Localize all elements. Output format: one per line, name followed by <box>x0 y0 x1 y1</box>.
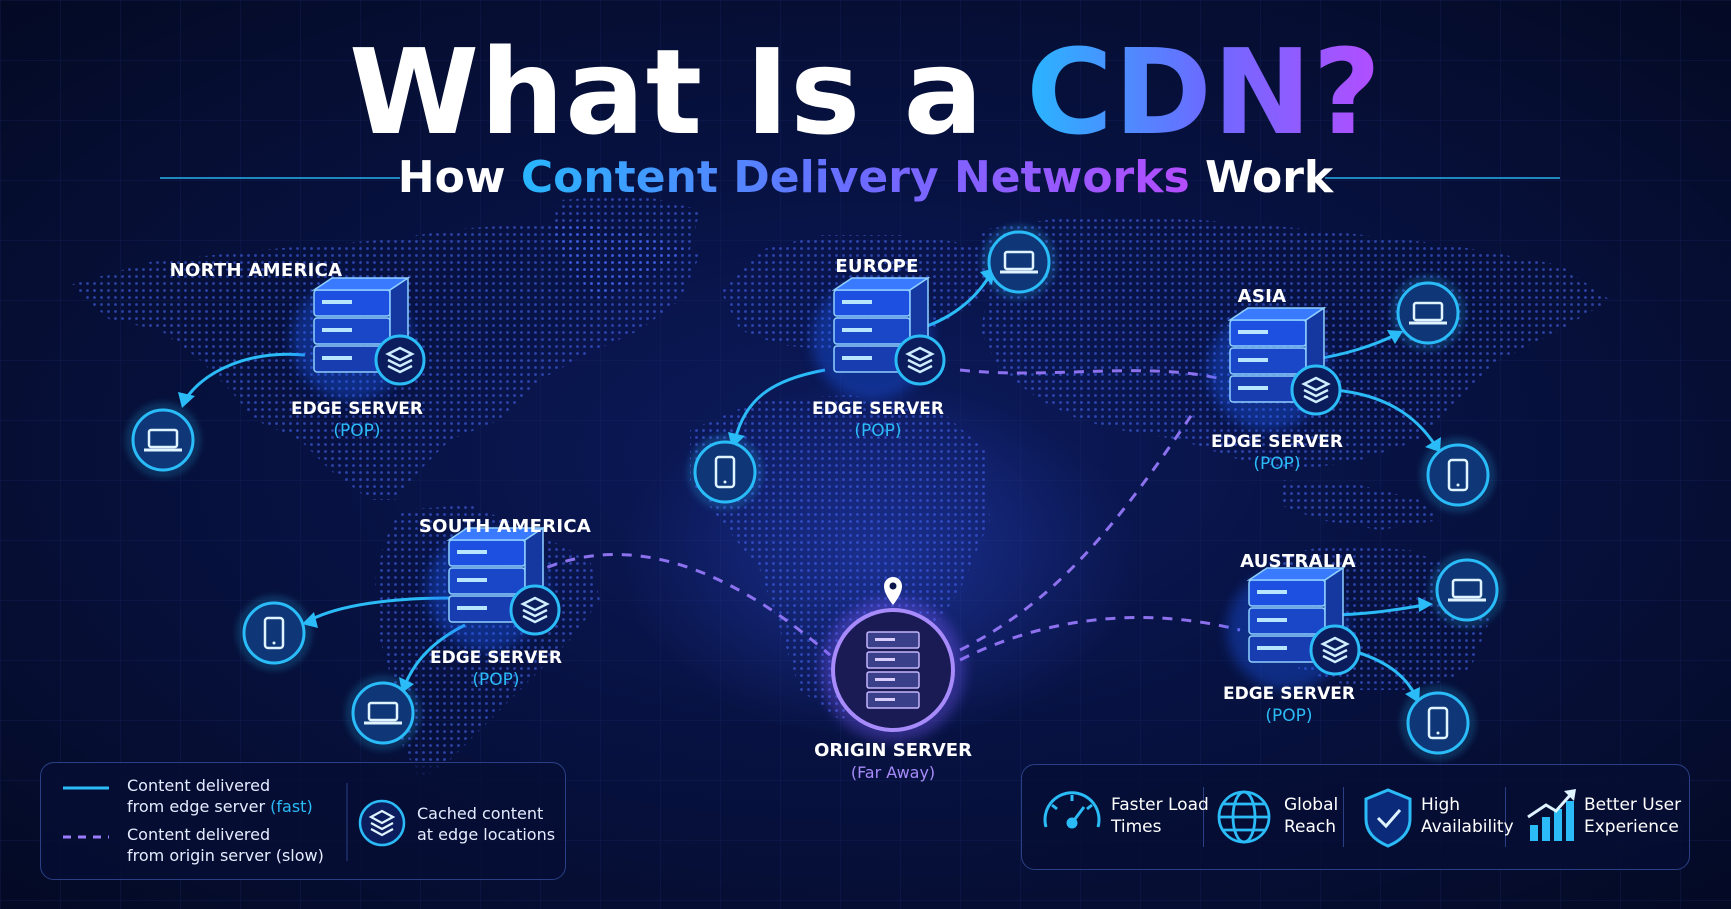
edge-server-label-south-america: EDGE SERVER (POP) <box>430 647 562 691</box>
phone-icon <box>1400 685 1476 761</box>
page-title: What Is a CDN? <box>0 22 1731 162</box>
feature-line1: Better User <box>1584 795 1682 815</box>
region-label-south-america: SOUTH AMERICA <box>418 516 592 537</box>
legend-graphics <box>63 783 406 861</box>
na-to-laptop <box>183 352 306 401</box>
region-label-australia: AUSTRALIA <box>1240 551 1356 572</box>
title-highlight: CDN? <box>1026 23 1382 161</box>
feature-line1: Faster Load <box>1111 795 1209 815</box>
features-panel: Faster Load Times Global Reach High Avai… <box>1021 764 1690 870</box>
page-subtitle: How Content Delivery Networks Work <box>0 150 1731 206</box>
laptop-icon <box>125 402 201 478</box>
region-label-north-america: NORTH AMERICA <box>169 260 343 281</box>
edge-server-title: EDGE SERVER <box>290 399 424 419</box>
edge-server-label-australia: EDGE SERVER (POP) <box>1223 683 1355 727</box>
origin-connections <box>529 368 1241 662</box>
legend-origin-text: Content delivered from origin server (sl… <box>127 824 324 866</box>
subtitle-suffix: Work <box>1205 152 1334 203</box>
legend-cache-line2: at edge locations <box>417 825 556 844</box>
edge-server-pop: (POP) <box>1265 706 1313 726</box>
legend-edge-line1: Content delivered <box>127 776 271 795</box>
asia-to-phone <box>1334 388 1437 446</box>
shield-check-icon <box>1364 788 1412 848</box>
europe-to-asia <box>959 368 1226 382</box>
origin-server-note: (Far Away) <box>850 763 936 782</box>
layers-icon <box>358 799 406 847</box>
feature-high-availability: High Availability <box>1421 794 1514 838</box>
subtitle-prefix: How <box>397 152 506 203</box>
legend-panel: Content delivered from edge server (fast… <box>40 762 566 880</box>
laptop-icon <box>1390 275 1466 351</box>
laptop-icon <box>981 224 1057 300</box>
edge-server-title: EDGE SERVER <box>1210 432 1344 452</box>
laptop-icon <box>1429 552 1505 628</box>
feature-divider <box>1343 787 1344 847</box>
edge-server-title: EDGE SERVER <box>1222 684 1356 704</box>
edge-server-title: EDGE SERVER <box>429 648 563 668</box>
edge-server-australia <box>1227 566 1361 690</box>
legend-edge-text: Content delivered from edge server (fast… <box>127 775 313 817</box>
phone-icon <box>1420 437 1496 513</box>
feature-line1: High <box>1421 795 1461 815</box>
feature-line2: Reach <box>1284 817 1337 837</box>
feature-divider <box>1505 787 1506 847</box>
region-label-europe: EUROPE <box>835 256 919 277</box>
location-pin-icon <box>884 577 902 605</box>
origin-to-australia <box>959 616 1241 662</box>
title-prefix: What Is a <box>349 23 985 161</box>
edge-server-label-asia: EDGE SERVER (POP) <box>1211 431 1343 475</box>
legend-edge-fast: (fast) <box>270 797 313 816</box>
legend-cache-text: Cached content at edge locations <box>417 803 555 845</box>
phone-icon <box>236 595 312 671</box>
phone-icon <box>687 434 763 510</box>
feature-better-ux: Better User Experience <box>1584 794 1681 838</box>
edge-server-pop: (POP) <box>472 670 520 690</box>
origin-server-title: ORIGIN SERVER <box>814 740 972 761</box>
subtitle-highlight: Content Delivery Networks <box>520 152 1190 203</box>
feature-line2: Times <box>1111 817 1162 837</box>
eu-to-phone <box>733 368 826 441</box>
legend-edge-line2: from edge server <box>127 797 266 816</box>
origin-to-asia <box>959 409 1197 652</box>
feature-line2: Availability <box>1421 817 1514 837</box>
laptop-icon <box>345 675 421 751</box>
edge-server-label-europe: EDGE SERVER (POP) <box>812 398 944 442</box>
feature-line1: Global <box>1284 795 1339 815</box>
globe-icon <box>1217 790 1271 844</box>
speedometer-icon <box>1043 791 1101 829</box>
edge-server-pop: (POP) <box>333 421 381 441</box>
growth-chart-icon <box>1527 789 1576 841</box>
features-icons <box>1043 788 1576 848</box>
edge-server-pop: (POP) <box>1253 454 1301 474</box>
feature-line2: Experience <box>1584 817 1679 837</box>
edge-server-north-america <box>292 276 426 400</box>
edge-server-europe <box>812 276 946 400</box>
legend-origin-line2: from origin server (slow) <box>127 846 324 865</box>
edge-server-label-north-america: EDGE SERVER (POP) <box>291 398 423 442</box>
legend-origin-line1: Content delivered <box>127 825 271 844</box>
edge-server-title: EDGE SERVER <box>811 399 945 419</box>
origin-server <box>821 598 965 742</box>
legend-cache-line1: Cached content <box>417 804 544 823</box>
edge-server-pop: (POP) <box>854 421 902 441</box>
edge-server-south-america <box>427 526 561 650</box>
feature-divider <box>1203 787 1204 847</box>
region-label-asia: ASIA <box>1237 286 1287 307</box>
origin-server-label: ORIGIN SERVER (Far Away) <box>814 740 972 784</box>
feature-global-reach: Global Reach <box>1284 794 1338 838</box>
edge-server-asia <box>1208 306 1342 430</box>
origin-to-south-america <box>529 552 831 657</box>
feature-faster-load: Faster Load Times <box>1111 794 1209 838</box>
